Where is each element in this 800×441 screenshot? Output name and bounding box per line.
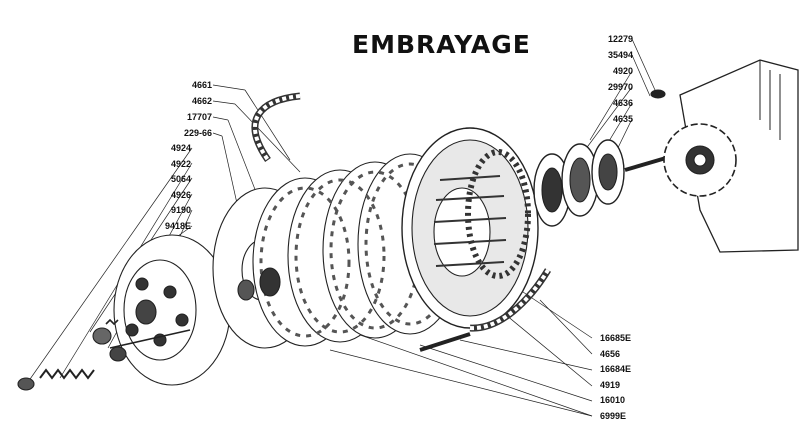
part-number-left-6: 5064: [170, 174, 191, 184]
engine-sprocket-and-case: [650, 59, 799, 253]
part-number-bottom_right-4: 16010: [600, 395, 626, 405]
part-number-left-1: 4662: [191, 96, 212, 106]
part-number-bottom_right-3: 4919: [600, 379, 621, 390]
part-number-left-8: 9190: [170, 205, 191, 215]
part-number-top_right-1: 35494: [607, 50, 633, 60]
bearings: [533, 139, 625, 227]
diagram-title: EMBRAYAGE: [352, 30, 531, 59]
part-number-left-0: 4661: [191, 80, 212, 90]
springs: [17, 318, 191, 391]
pressure-plate: [113, 234, 231, 386]
chain-lower: [469, 268, 552, 332]
part-number-top_right-3: 29970: [607, 82, 633, 92]
chain-upper: [251, 92, 301, 163]
part-number-bottom_right-1: 4656: [600, 348, 621, 359]
part-number-left-7: 4926: [170, 189, 191, 200]
part-number-left-2: 17707: [186, 112, 212, 122]
part-number-top_right-4: 4636: [612, 98, 633, 108]
part-number-bottom_right-5: 6999E: [600, 410, 627, 421]
part-number-top_right-5: 4635: [612, 114, 633, 124]
part-number-left-9: 9418E: [164, 220, 191, 231]
part-number-left-5: 4922: [170, 158, 191, 169]
part-number-left-3: 229-66: [183, 128, 212, 138]
part-number-bottom_right-2: 16684E: [600, 364, 632, 374]
part-number-bottom_right-0: 16685E: [600, 333, 632, 343]
clutch-drum: [401, 127, 539, 329]
part-number-left-4: 4924: [170, 143, 191, 153]
part-number-top_right-0: 12279: [607, 34, 633, 44]
part-number-top_right-2: 4920: [612, 66, 633, 76]
